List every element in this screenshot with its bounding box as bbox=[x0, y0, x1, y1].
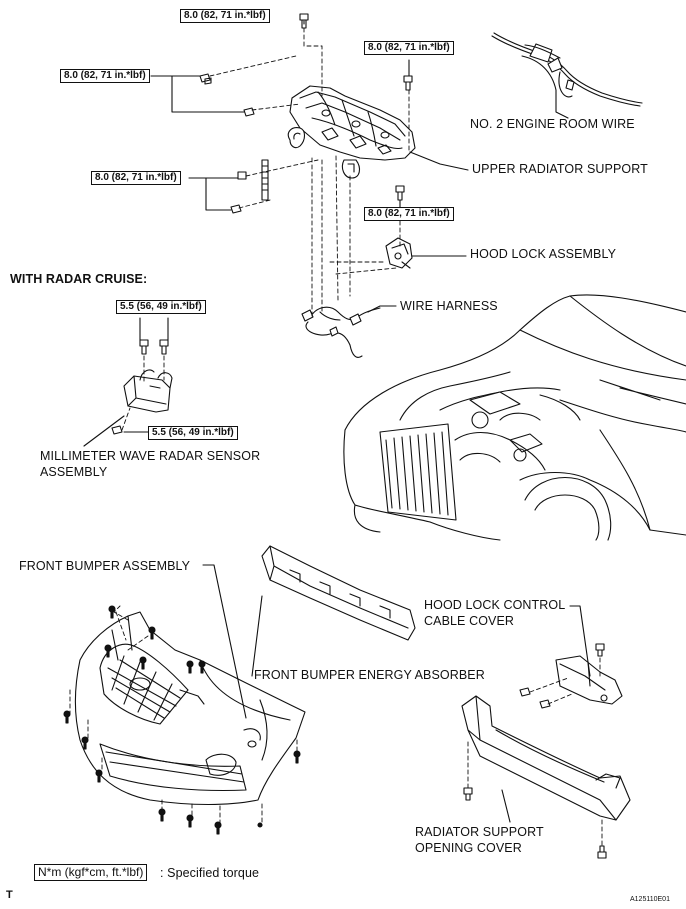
energy-absorber-part bbox=[261, 545, 416, 641]
vehicle-body-part bbox=[343, 294, 686, 541]
label-front-bumper-assembly: FRONT BUMPER ASSEMBLY bbox=[19, 559, 191, 573]
label-radar-sensor-line2: ASSEMBLY bbox=[40, 465, 108, 479]
leader-lines bbox=[83, 20, 591, 823]
torque-spec-radar-side: 5.5 (56, 49 in.*lbf) bbox=[148, 426, 238, 440]
torque-spec-left-middle: 8.0 (82, 71 in.*lbf) bbox=[91, 171, 181, 185]
upper-radiator-support-part bbox=[287, 85, 416, 179]
hood-cable-cover-part bbox=[555, 655, 623, 705]
corner-mark: T bbox=[6, 889, 13, 901]
wire-harness-part bbox=[301, 306, 381, 358]
opening-cover-part bbox=[461, 695, 631, 821]
label-wire-harness: WIRE HARNESS bbox=[400, 299, 498, 313]
torque-spec-right-middle: 8.0 (82, 71 in.*lbf) bbox=[364, 207, 454, 221]
engine-room-wire-part bbox=[491, 32, 643, 107]
figure-id: A125110E01 bbox=[630, 896, 670, 903]
label-opening-cover-line1: RADIATOR SUPPORT bbox=[415, 825, 544, 839]
upper-bolts bbox=[199, 13, 413, 214]
label-hood-cable-cover-line2: CABLE COVER bbox=[424, 614, 515, 628]
front-bumper-part bbox=[74, 611, 306, 806]
label-upper-radiator-support: UPPER RADIATOR SUPPORT bbox=[472, 162, 648, 176]
legend-unit-box: N*m (kgf*cm, ft.*lbf) bbox=[34, 864, 148, 881]
torque-spec-radar-top: 5.5 (56, 49 in.*lbf) bbox=[116, 300, 206, 314]
legend-description: : Specified torque bbox=[160, 866, 260, 880]
label-radar-sensor-line1: MILLIMETER WAVE RADAR SENSOR bbox=[40, 449, 261, 463]
label-hood-lock-assembly: HOOD LOCK ASSEMBLY bbox=[470, 247, 617, 261]
alignment-dashes bbox=[69, 27, 603, 847]
torque-spec-top: 8.0 (82, 71 in.*lbf) bbox=[180, 9, 270, 23]
torque-spec-right-upper: 8.0 (82, 71 in.*lbf) bbox=[364, 41, 454, 55]
section-heading-radar-cruise: WITH RADAR CRUISE: bbox=[10, 272, 148, 286]
bumper-screws bbox=[63, 605, 301, 835]
torque-spec-left-upper: 8.0 (82, 71 in.*lbf) bbox=[60, 69, 150, 83]
hood-lock-assembly-part bbox=[385, 237, 413, 269]
label-opening-cover-line2: OPENING COVER bbox=[415, 841, 522, 855]
label-no2-engine-room-wire: NO. 2 ENGINE ROOM WIRE bbox=[470, 117, 635, 131]
label-hood-cable-cover-line1: HOOD LOCK CONTROL bbox=[424, 598, 566, 612]
radar-sensor-part bbox=[123, 369, 173, 413]
label-energy-absorber: FRONT BUMPER ENERGY ABSORBER bbox=[254, 668, 485, 682]
